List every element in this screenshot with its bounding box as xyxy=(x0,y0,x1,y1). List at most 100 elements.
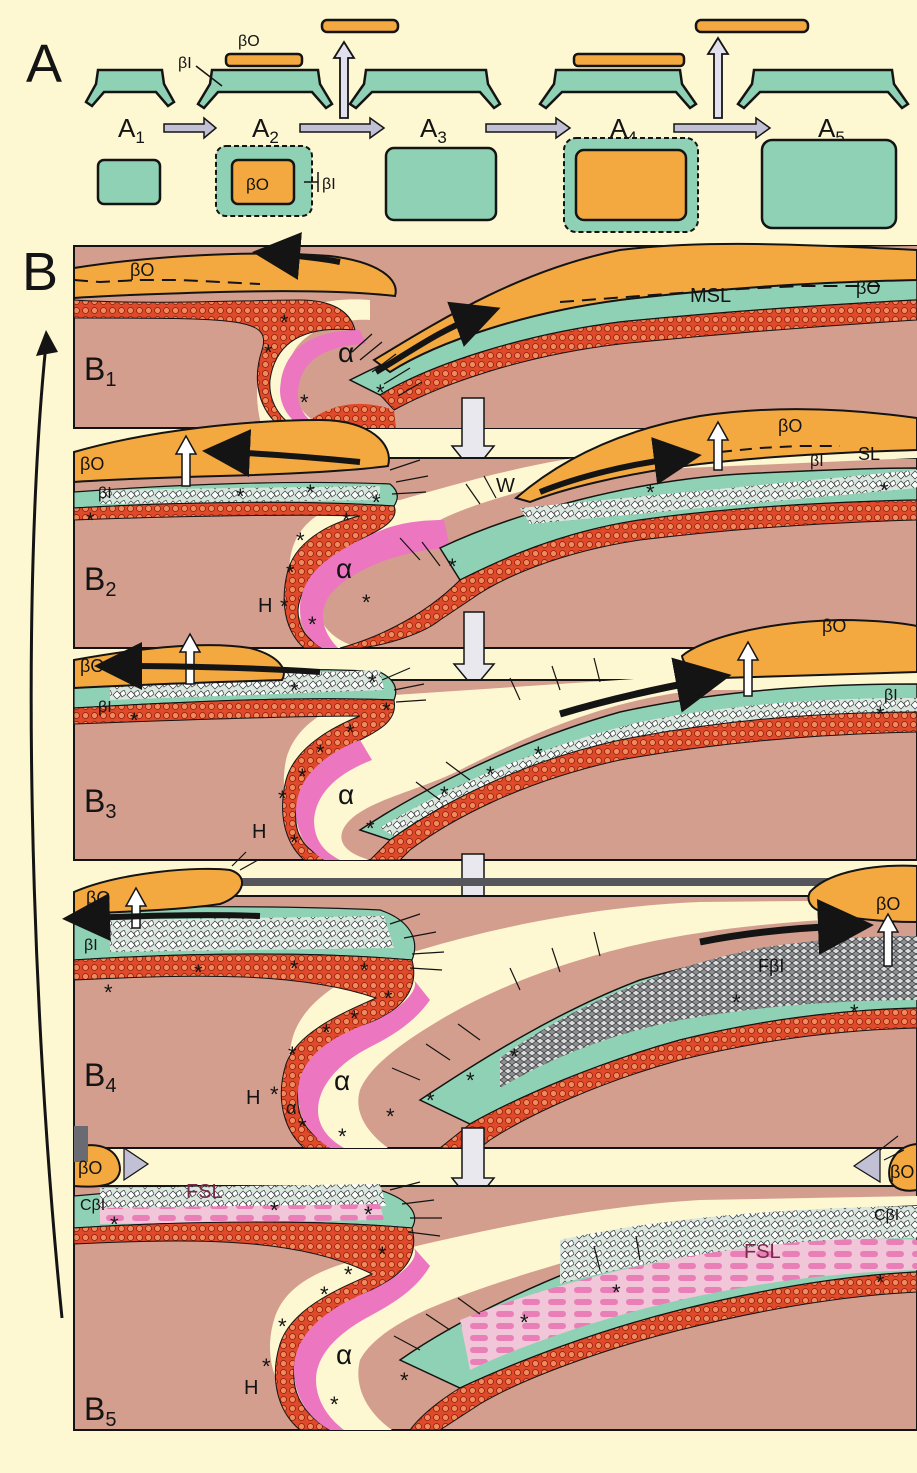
svg-text:*: * xyxy=(850,1000,859,1025)
b5-beta-o-right: βO xyxy=(890,1162,914,1182)
svg-text:*: * xyxy=(278,786,287,811)
stage-label-a3: A3 xyxy=(420,113,447,147)
box-a2-beta-o-label: βO xyxy=(246,175,269,194)
b2-h-label: H xyxy=(258,595,272,617)
b4-alpha-small: α xyxy=(286,1098,296,1118)
b5-beta-o-left: βO xyxy=(78,1158,102,1178)
b4-h-label: H xyxy=(246,1087,260,1109)
b2-beta-i-right: βI xyxy=(810,453,824,470)
b3-beta-o-right: βO xyxy=(822,616,846,636)
svg-text:*: * xyxy=(876,1270,885,1295)
stage-a3-membrane xyxy=(350,70,500,108)
stage-label-a2: A2 xyxy=(252,113,279,147)
a2-released-bar xyxy=(322,20,398,32)
svg-text:*: * xyxy=(342,508,351,533)
b5-fsl-right: FSL xyxy=(744,1241,781,1263)
release-arrow-a2-icon xyxy=(334,42,354,118)
b5-grey-arrow-right-icon xyxy=(854,1148,880,1182)
arrow-a1-a2-icon xyxy=(164,118,216,138)
svg-text:*: * xyxy=(330,1392,339,1417)
svg-text:*: * xyxy=(376,380,385,405)
stage-a2-membrane xyxy=(198,70,332,108)
svg-text:*: * xyxy=(290,678,299,703)
box-a4-inner xyxy=(576,150,686,220)
svg-text:*: * xyxy=(364,1202,373,1227)
b3-beta-i-right: βI xyxy=(884,687,898,704)
svg-text:*: * xyxy=(448,554,457,579)
stage-boxes: βO βI xyxy=(98,138,896,232)
b2-sl-label: SL xyxy=(858,444,880,464)
svg-text:*: * xyxy=(278,1314,287,1339)
section-b5: **** **** ***** βO βO CβI FSL CβI FSL α … xyxy=(74,1126,917,1431)
svg-text:*: * xyxy=(440,782,449,807)
section-b4: **** **** **** ***** βO βI βO FβI α H α … xyxy=(74,852,917,1149)
svg-text:*: * xyxy=(534,742,543,767)
stage-a1-membrane xyxy=(86,70,174,106)
box-a2-beta-i-label: βI xyxy=(322,176,336,193)
b4-beta-i-left: βI xyxy=(84,937,98,954)
box-a3 xyxy=(386,148,496,220)
svg-text:*: * xyxy=(306,480,315,505)
svg-text:*: * xyxy=(104,980,113,1005)
svg-text:*: * xyxy=(86,508,95,533)
b1-alpha: α xyxy=(338,337,354,368)
b1-beta-o-left: βO xyxy=(130,260,154,280)
stage-label-a1: A1 xyxy=(118,113,145,147)
svg-text:*: * xyxy=(288,1042,297,1067)
a2-outer-bar xyxy=(226,54,302,66)
b5-grey-arrow-left-icon xyxy=(124,1148,148,1180)
svg-text:*: * xyxy=(290,956,299,981)
a4-released-bar xyxy=(696,20,808,32)
svg-text:*: * xyxy=(520,1310,529,1335)
svg-text:*: * xyxy=(300,390,309,415)
svg-text:*: * xyxy=(372,490,381,515)
svg-text:*: * xyxy=(298,1114,307,1139)
svg-text:*: * xyxy=(344,1262,353,1287)
svg-text:*: * xyxy=(880,478,889,503)
svg-text:*: * xyxy=(362,590,371,615)
b4-alpha: α xyxy=(334,1065,350,1096)
svg-text:*: * xyxy=(366,816,375,841)
svg-text:*: * xyxy=(296,528,305,553)
svg-text:*: * xyxy=(378,1242,387,1267)
b5-cbi-left: CβI xyxy=(80,1197,105,1214)
svg-text:*: * xyxy=(386,1104,395,1129)
b3-beta-i-left: βI xyxy=(98,699,112,716)
svg-text:*: * xyxy=(322,1020,331,1045)
stage-a4-membrane xyxy=(540,70,696,108)
a2-beta-o-label: βO xyxy=(238,33,260,50)
b2-w-label: W xyxy=(496,475,515,497)
panel-b-label: B xyxy=(22,242,58,302)
arrow-a4-a5-icon xyxy=(674,118,770,138)
svg-text:*: * xyxy=(316,740,325,765)
b1-msl-label: MSL xyxy=(690,285,731,307)
svg-text:*: * xyxy=(486,762,495,787)
svg-text:*: * xyxy=(194,960,203,985)
svg-text:*: * xyxy=(368,670,377,695)
svg-text:*: * xyxy=(426,1088,435,1113)
section-b1: **** βO MSL βO α B1 xyxy=(74,244,917,428)
b2-beta-i-left: βI xyxy=(98,485,112,502)
svg-text:*: * xyxy=(350,1006,359,1031)
svg-text:*: * xyxy=(612,1280,621,1305)
svg-text:*: * xyxy=(382,698,391,723)
panel-b: B * * * * xyxy=(22,242,917,1431)
svg-text:*: * xyxy=(270,1082,279,1107)
cycle-arrow-icon xyxy=(31,344,62,1318)
svg-text:*: * xyxy=(320,1282,329,1307)
svg-text:*: * xyxy=(510,1044,519,1069)
svg-text:*: * xyxy=(876,702,885,727)
stage-a5-membrane xyxy=(738,70,908,108)
svg-text:*: * xyxy=(110,1212,119,1237)
svg-text:*: * xyxy=(646,480,655,505)
svg-text:*: * xyxy=(130,708,139,733)
b3-h-label: H xyxy=(252,821,266,843)
panel-a: A βO βI xyxy=(26,20,908,232)
arrow-a3-a4-icon xyxy=(486,118,570,138)
svg-text:*: * xyxy=(308,612,317,637)
b2-beta-o-right: βO xyxy=(778,416,802,436)
b2-beta-o-left: βO xyxy=(80,454,104,474)
a2-beta-i-label: βI xyxy=(178,55,192,72)
svg-text:*: * xyxy=(338,1124,347,1149)
svg-text:*: * xyxy=(262,1354,271,1379)
